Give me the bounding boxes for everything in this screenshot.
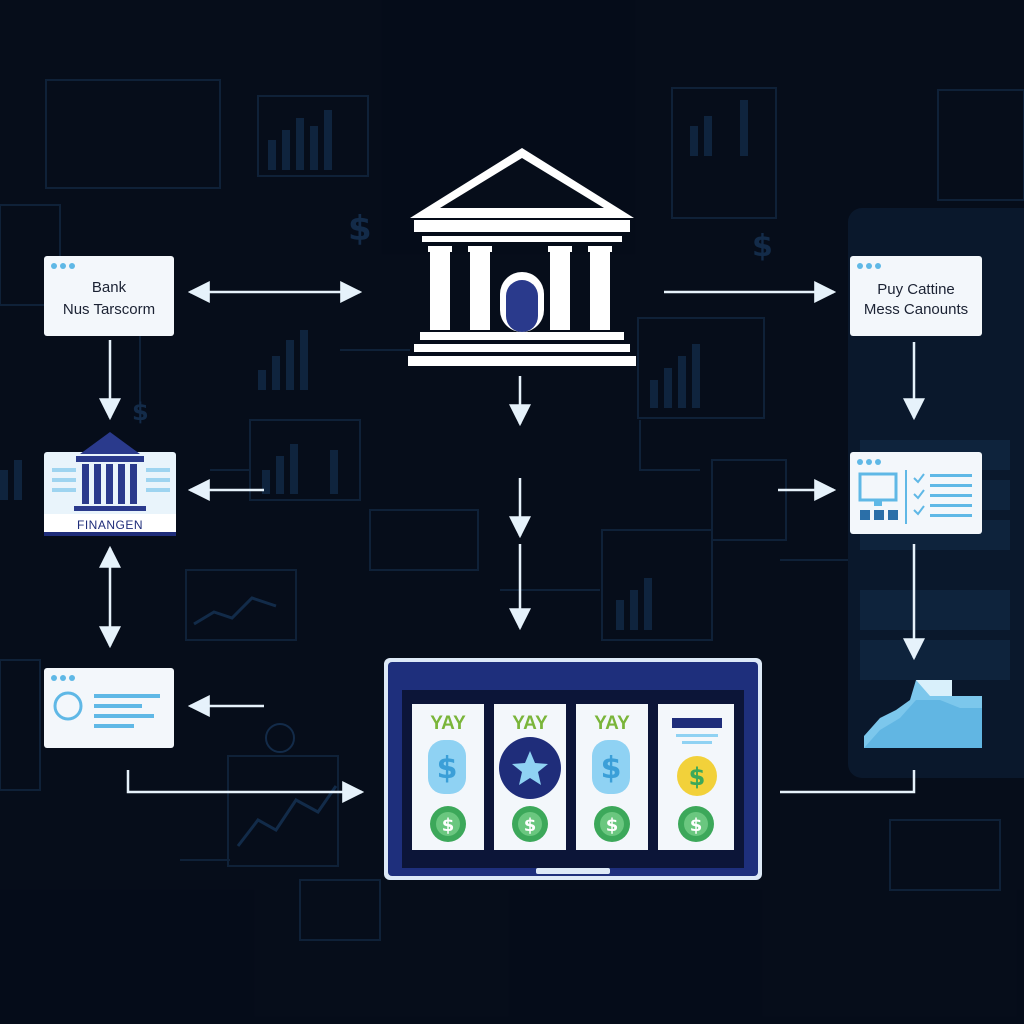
green-coin-icon: $	[430, 806, 466, 842]
svg-text:$: $	[690, 815, 703, 836]
slot-reel: YAY $ $	[576, 704, 648, 850]
reel-label: YAY	[430, 713, 466, 734]
reel-label: YAY	[594, 713, 630, 734]
svg-text:$: $	[524, 815, 537, 836]
green-coin-icon: $	[678, 806, 714, 842]
svg-text:$: $	[606, 815, 619, 836]
finance-bank-icon	[74, 432, 146, 511]
connectors	[99, 281, 925, 803]
background-dollar-glyph: $	[752, 229, 773, 264]
bank-info-card[interactable]: Bank Nus Tarscorm	[44, 256, 174, 336]
checklist-icon	[913, 473, 925, 516]
profile-card[interactable]	[44, 668, 174, 748]
gold-coin-icon: $	[677, 756, 717, 796]
svg-text:$: $	[442, 815, 455, 836]
pay-card-line2: Mess Canounts	[864, 301, 968, 318]
arrow-chart-to-screen	[780, 770, 916, 794]
svg-text:$: $	[689, 763, 706, 791]
pay-card-line1: Puy Cattine	[877, 281, 955, 298]
reel-header-bar	[672, 718, 722, 728]
pay-accounts-card[interactable]: Puy Cattine Mess Canounts	[850, 256, 982, 336]
slot-reel: $ $	[658, 704, 734, 850]
slot-reel: YAY $ $	[412, 704, 484, 850]
bank-building-icon	[408, 148, 636, 366]
svg-text:$: $	[437, 751, 458, 786]
green-coin-icon: $	[512, 806, 548, 842]
slot-reel: YAY $	[494, 704, 566, 850]
finance-card[interactable]: FINANGEN	[44, 432, 176, 536]
profile-avatar-icon	[53, 691, 83, 721]
monitor-icon	[858, 472, 898, 506]
dollar-coin-icon: $	[428, 740, 466, 794]
checklist-card[interactable]	[850, 452, 982, 534]
reel-label: YAY	[512, 713, 548, 734]
svg-text:$: $	[601, 751, 622, 786]
bank-card-line2: Nus Tarscorm	[63, 301, 155, 318]
growth-chart-icon	[864, 680, 982, 748]
background-dollar-glyph: $	[348, 209, 372, 249]
background-dollar-glyph: $	[132, 398, 149, 426]
bank-card-line1: Bank	[92, 279, 127, 296]
green-coin-icon: $	[594, 806, 630, 842]
dollar-coin-icon: $	[592, 740, 630, 794]
finance-card-caption: FINANGEN	[77, 518, 143, 532]
star-coin-icon	[499, 737, 561, 799]
arrow-profile-to-screen	[126, 770, 365, 803]
